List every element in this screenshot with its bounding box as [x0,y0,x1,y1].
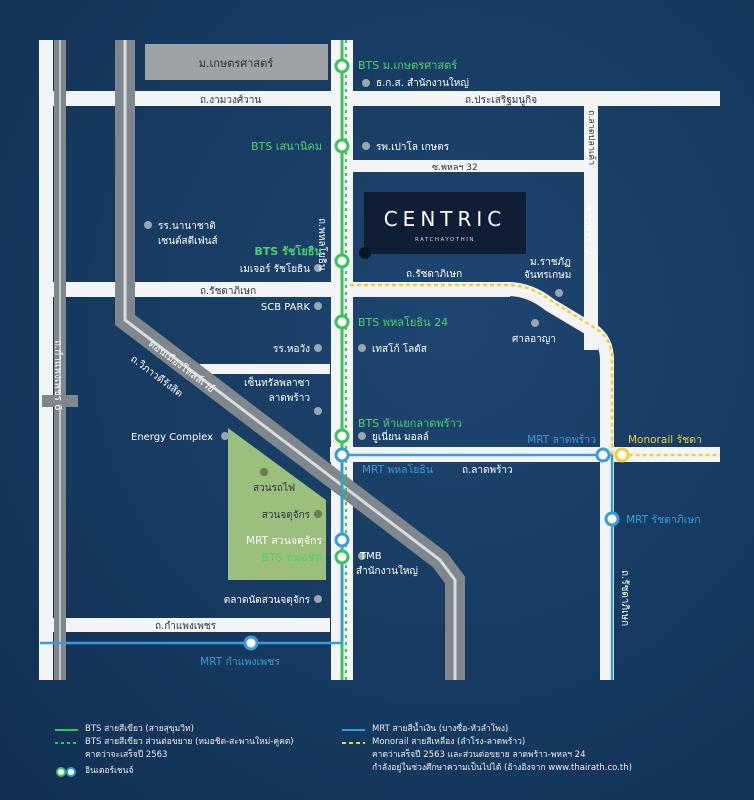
station-mrt-kamphaeng-phet [243,635,259,651]
label-major: เมเจอร์ รัชโยธิน [240,262,310,275]
label-ratchada-32: ซ.รัชดาฯ 32 [583,205,593,255]
label-ratchada-left: ถ.รัชดาภิเษก [200,286,256,297]
label-ratchada-upper: ถ.รัชดาภิเษก [406,269,462,280]
centric-sub: RATCHAYOTHIN [415,237,475,243]
label-baac: ธ.ก.ส. สำนักงานใหญ่ [376,77,469,89]
mrt-stations[interactable] [243,447,620,651]
kasetsart-label: ม.เกษตรศาสตร์ [199,57,273,70]
label-paolo: รพ.เปาโล เกษตร [376,140,450,153]
kasetsart-building [145,44,328,80]
label-central-2: ลาดพร้าว [269,392,310,404]
label-union: ยูเนี่ยน มอลล์ [372,429,429,443]
station-monorail-ratchada[interactable] [614,447,630,463]
label-lat-phrao: ถ.ลาดพร้าว [462,464,513,476]
station-bts-phahon-24 [334,314,350,330]
label-bts-ha-yaek: BTS ห้าแยกลาดพร้าว [358,417,462,430]
label-ratchada-lower: ถ.รัชดาภิเษก [619,570,630,626]
station-bts-ratchayothin [334,253,350,269]
expressways [42,40,465,680]
road-minor-1 [200,364,330,374]
bts-labels: BTS ม.เกษตรศาสตร์ BTS เสนานิคม BTS รัชโย… [251,59,462,564]
label-tmb-2: สำนักงานใหญ่ [356,565,418,577]
station-bts-kasetsart [334,58,350,74]
label-bts-ratchayothin: BTS รัชโยธิน [254,244,322,258]
label-bts-phahon-24: BTS พหลโยธิน 24 [358,315,448,329]
station-bts-sena-nikhom [334,138,350,154]
label-mrt-phahon: MRT พหลโยธิน [362,463,433,476]
station-mrt-lat-phrao [595,447,611,463]
station-bts-mo-chit [334,549,350,565]
monorail-line [350,283,720,457]
bts-stations[interactable] [334,58,350,565]
label-market: ตลาดนัดสวนจตุจักร [224,595,311,606]
label-central-1: เซ็นทรัลพลาซา [244,375,310,389]
road-phahon-32 [352,160,584,172]
label-prasertmanukit: ถ.ประเสริฐมนูกิจ [465,95,537,106]
label-kamphaeng-phet: ถ.กำแพงเพชร [155,621,217,632]
station-mrt-ratchada [604,511,620,527]
label-mrt-ratchada: MRT รัชดาภิเษก [626,514,701,526]
label-tesco: เทสโก้ โลตัส [372,342,427,355]
label-lat-pla-khao: ถ.ลาดปลาเค้า [586,110,597,165]
label-energy: Energy Complex [131,432,213,443]
centric-logo: CENTRIC [384,207,507,231]
label-bts-mo-chit: BTS หมอชิต [262,551,322,564]
project-location-marker [359,247,371,259]
chatuchak-park-area [228,428,326,580]
road-lat-pla-khao [584,106,598,350]
road-ratchada-curve [352,282,614,455]
mrt-labels: MRT ลาดพร้าว MRT พหลโยธิน MRT รัชดาภิเษก… [200,434,700,668]
label-school-howang: รร.หอวัง [273,344,310,355]
centric-logo-box [364,192,526,254]
road-ngamwongwan [40,91,720,106]
station-bts-ha-yaek [334,428,350,444]
road-ratchada-lower [600,455,614,680]
label-mrt-lat-phrao: MRT ลาดพร้าว [527,434,596,446]
label-phahonyothin: ถ.พหลโยธิน [316,218,329,271]
landmark-dots [144,79,563,603]
label-mrt-chatuchak: MRT สวนจตุจักร [246,535,322,547]
label-kamphaeng-phet-6: ถ.กำแพงเพชร 6 [52,340,63,411]
label-bts-sena-nikhom: BTS เสนานิคม [251,140,322,153]
label-bts-kasetsart: BTS ม.เกษตรศาสตร์ [358,59,457,72]
label-ratchaphat-2: จันทรเกษม [524,270,571,281]
label-phahon-32: ซ.พหลฯ 32 [432,163,478,173]
label-intl-school-2: เซนต์สตีเฟ่นส์ [158,235,218,247]
label-court: ศาลอาญา [512,334,556,345]
landmark-labels: ธ.ก.ส. สำนักงานใหญ่ รพ.เปาโล เกษตร รร.นา… [131,77,571,606]
road-kamphaeng-phet-6 [39,40,53,680]
label-mrt-kamphaeng-phet: MRT กำแพงเพชร [200,656,280,668]
label-tmb-1: TMB [359,551,382,562]
label-ratchaphat-1: ม.ราชภัฏ [530,257,571,268]
legend-symbols [55,729,365,777]
legend-interchange-icon [56,767,76,777]
station-mrt-phahon [334,447,350,463]
label-scb: SCB PARK [261,302,311,313]
label-chatuchak-park: สวนจตุจักร [262,510,311,521]
label-ngamwongwan: ถ.งามวงศ์วาน [200,94,261,106]
label-monorail-ratchada: Monorail รัชดา [628,434,702,446]
label-rotfai: สวนรถไฟ [253,482,295,494]
station-mrt-chatuchak [334,532,350,548]
label-intl-school-1: รร.นานาชาติ [158,221,216,232]
road-kamphaeng-phet [40,618,330,632]
